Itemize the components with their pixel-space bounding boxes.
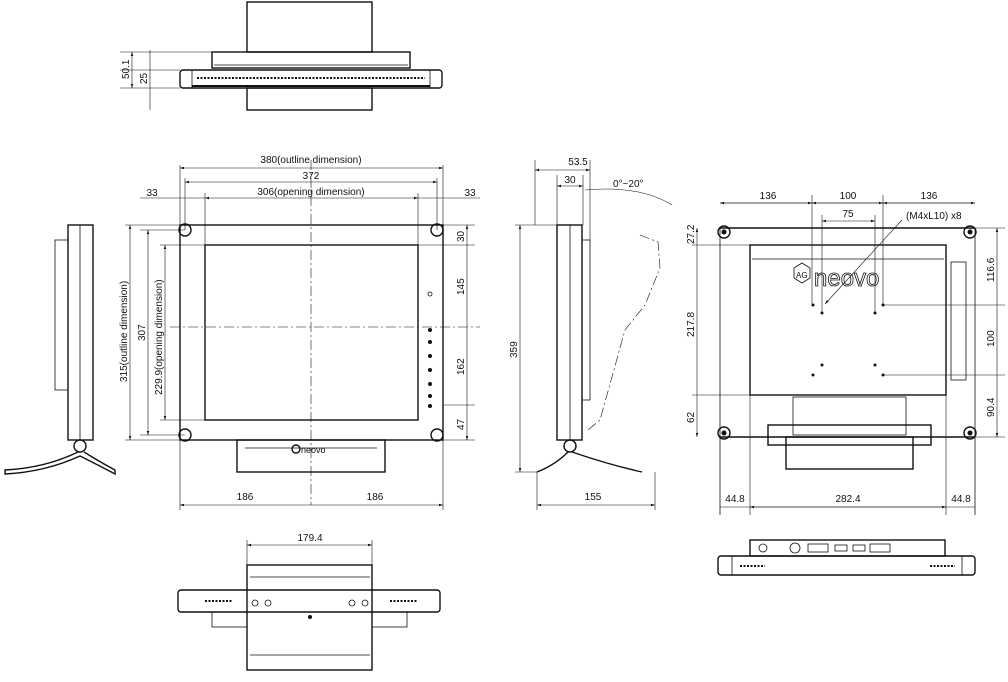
tilt-label: 0°~20° xyxy=(613,179,644,190)
dim-bottom-center: 282.4 xyxy=(835,494,860,505)
dim-outline-width: 380(outline dimension) xyxy=(260,155,361,166)
dim-top-left: 136 xyxy=(760,191,777,202)
dim-mount-width: 372 xyxy=(303,171,320,182)
dim-base-depth: 155 xyxy=(585,492,602,503)
dim-opening-height: 229.9(opening dimension) xyxy=(154,279,165,395)
dim-outline-height: 315(outline dimension) xyxy=(119,281,130,382)
dim-right-margin: 33 xyxy=(464,188,476,199)
dim-total-depth: 50.1 xyxy=(121,59,132,79)
dim-bottom-right: 44.8 xyxy=(951,494,971,505)
dim-opening-width: 306(opening dimension) xyxy=(257,187,364,198)
front-logo: neovo xyxy=(301,445,326,455)
top-view: 50.1 25 xyxy=(120,1,443,111)
rear-view: AG neovo 136 100 136 75 (M4xL10) x8 27.2… xyxy=(686,191,1005,515)
dim-top-center: 100 xyxy=(840,191,857,202)
dim-top-right: 136 xyxy=(921,191,938,202)
dim-bottom-left: 44.8 xyxy=(725,494,745,505)
rear-logo: neovo xyxy=(814,265,879,292)
bottom-view: 179.4 xyxy=(177,533,441,671)
dim-left-62: 62 xyxy=(686,411,697,423)
dim-right-30: 30 xyxy=(456,230,467,242)
rear-logo-badge: AG xyxy=(796,271,808,280)
dim-bezel-depth: 25 xyxy=(139,72,150,84)
dim-left-27: 27.2 xyxy=(686,224,697,244)
dim-right-116: 116.6 xyxy=(986,257,997,282)
dim-depth: 53.5 xyxy=(568,157,588,168)
dim-right-90: 90.4 xyxy=(986,397,997,417)
dim-right-145: 145 xyxy=(456,278,467,295)
dim-right-162: 162 xyxy=(456,358,467,375)
dim-right-100: 100 xyxy=(986,330,997,347)
dim-total-height: 359 xyxy=(509,341,520,358)
vesa-holes xyxy=(811,303,885,377)
dim-stand-width: 179.4 xyxy=(297,533,322,544)
dim-left-margin: 33 xyxy=(146,188,158,199)
side-view: 0°~20° 359 53.5 30 155 xyxy=(509,157,673,510)
left-side-view xyxy=(4,224,116,476)
screw-note: (M4xL10) x8 xyxy=(906,211,962,222)
dim-mount-height: 307 xyxy=(137,324,148,341)
dim-left-217: 217.8 xyxy=(686,312,697,337)
dim-bezel: 30 xyxy=(564,175,576,186)
dim-right-47: 47 xyxy=(456,418,467,430)
dim-vesa-75: 75 xyxy=(842,209,854,220)
front-view: neovo 380(outline dimension) 372 306(ope… xyxy=(119,155,480,510)
front-buttons xyxy=(427,291,433,408)
dim-bottom-right: 186 xyxy=(367,492,384,503)
dim-bottom-left: 186 xyxy=(237,492,254,503)
rear-bottom-view xyxy=(717,539,976,576)
